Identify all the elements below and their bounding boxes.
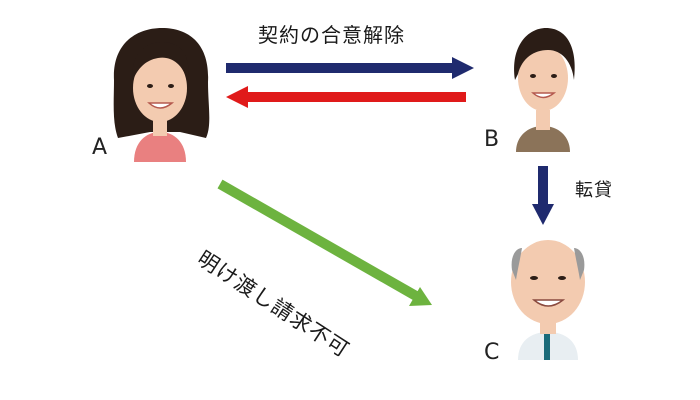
- person-c-mouth: [531, 299, 566, 307]
- edge-label-b-to-c: 転貸: [575, 180, 613, 201]
- arrow-a-to-c-head: [409, 287, 432, 306]
- arrow-a-to-b: [226, 57, 474, 79]
- arrow-b-to-a-head: [226, 86, 248, 108]
- node-c-label: C: [484, 340, 500, 365]
- person-a-eye-right: [168, 84, 174, 88]
- arrow-a-to-c-shaft: [217, 179, 419, 301]
- person-b-mouth: [531, 92, 557, 99]
- person-a-face: [133, 54, 187, 122]
- person-b-face: [518, 45, 568, 111]
- person-a-avatar: [113, 28, 210, 162]
- node-a-label: A: [92, 135, 108, 160]
- node-b-label: B: [484, 127, 500, 152]
- edge-label-a-to-b: 契約の合意解除: [258, 23, 405, 47]
- person-c-eye-right: [558, 276, 566, 280]
- person-c-avatar: [511, 240, 585, 360]
- person-a-neck: [153, 118, 167, 136]
- person-a-mouth: [147, 102, 175, 109]
- person-c-face: [511, 240, 585, 324]
- person-a-hair-bangs: [132, 42, 189, 82]
- arrow-a-to-b-head: [452, 57, 474, 79]
- person-b-hair: [514, 28, 575, 80]
- person-c-tie: [544, 334, 550, 360]
- arrow-b-to-c: [532, 166, 554, 225]
- person-b-eye-right: [551, 74, 557, 78]
- person-a-eye-left: [147, 84, 153, 88]
- person-a-shirt: [134, 132, 186, 162]
- person-c-hair-side-right: [574, 248, 585, 280]
- arrow-b-to-a: [226, 86, 466, 108]
- person-b-shirt: [516, 126, 570, 152]
- person-b-eye-left: [530, 74, 536, 78]
- person-b-neck: [536, 110, 550, 130]
- person-c-hair-side-left: [511, 248, 522, 280]
- arrow-b-to-c-head: [532, 204, 554, 225]
- person-c-eye-left: [530, 276, 538, 280]
- person-b-avatar: [514, 28, 575, 152]
- arrow-a-to-c: [217, 179, 432, 306]
